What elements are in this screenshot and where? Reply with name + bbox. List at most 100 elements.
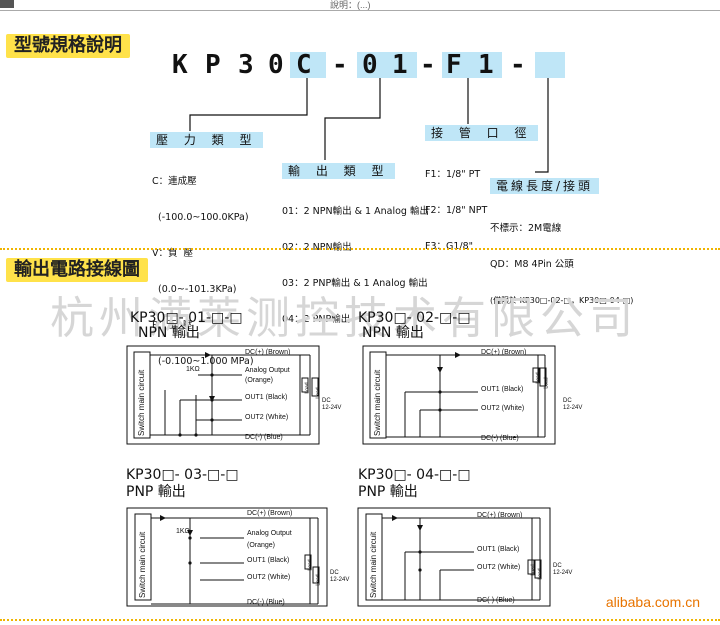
output-line: 03：2 PNP輸出 & 1 Analog 輸出 xyxy=(282,278,428,289)
circuit2-load2 xyxy=(532,367,540,383)
port-line: F2：1/8" NPT xyxy=(425,205,488,216)
c2-dcplus: DC(+) (Brown) xyxy=(481,349,527,356)
c3-volt: 12-24V xyxy=(330,577,350,583)
c1-orange: (Orange) xyxy=(245,377,274,384)
circuit3-load xyxy=(312,566,320,584)
circuit2-subtitle: NPN 輸出 xyxy=(362,325,424,341)
circuit1-load xyxy=(311,377,319,397)
circuit4-main-box xyxy=(365,513,383,601)
c1-out1: OUT1 (Black) xyxy=(245,394,288,401)
diode-icon xyxy=(417,525,423,531)
c1-dc: DC xyxy=(322,398,331,404)
pressure-lines: C：連成壓 (-100.0~100.0KPa) V：負 壓 (0.0~-101.… xyxy=(152,152,254,380)
circuit3-vertical-label: Switch main circuit xyxy=(138,531,147,598)
top-strip xyxy=(0,0,720,11)
code-box-cable xyxy=(535,52,565,78)
c4-dcplus: DC(+) (Brown) xyxy=(477,512,523,519)
code-box-f1 xyxy=(442,52,502,78)
c2-load2-label: Load xyxy=(535,372,542,384)
c2-load-label: Load xyxy=(543,377,550,389)
diode-icon xyxy=(437,367,443,373)
circuit3-load2 xyxy=(304,554,312,570)
code-char: 1 xyxy=(392,50,408,80)
cable-title: 電線長度/接頭 xyxy=(490,178,600,194)
c4-load-label: Load xyxy=(537,568,544,580)
model-heading: 型號規格說明 xyxy=(6,34,130,58)
c3-load-label: Load xyxy=(315,574,322,586)
circuit1-load2 xyxy=(301,377,309,393)
c1-dcminus: DC(-) (Blue) xyxy=(245,434,283,441)
c4-dcminus: DC(-) (Blue) xyxy=(477,597,515,604)
c3-out2: OUT2 (White) xyxy=(247,574,291,581)
circuit1-subtitle: NPN 輸出 xyxy=(138,325,200,341)
c3-analog: Analog Output xyxy=(247,530,292,537)
c2-dc: DC xyxy=(563,398,572,404)
c4-out2: OUT2 (White) xyxy=(477,564,521,571)
diode-icon xyxy=(392,515,398,521)
circuit4-subtitle: PNP 輸出 xyxy=(358,484,418,500)
c2-dcminus: DC(-) (Blue) xyxy=(481,435,519,442)
c1-load-label: Load xyxy=(315,387,322,399)
circuit3-main-box xyxy=(134,513,152,601)
c4-dc: DC xyxy=(553,563,562,569)
code-char: - xyxy=(420,50,436,80)
c1-load2-label: Load xyxy=(304,382,311,394)
code-char: 3 xyxy=(238,50,254,80)
circuit2-title: KP30□- 02-□-□ xyxy=(358,310,471,326)
code-box-c xyxy=(290,52,326,78)
cable-lines: 不標示：2M電線 QD：M8 4Pin 公頭 (僅限於 KP30□-02-□，K… xyxy=(490,199,633,319)
c1-resistor: 1KΩ xyxy=(186,366,200,373)
wiring-heading: 輸出電路接線圖 xyxy=(6,258,148,282)
pressure-line: P：正 壓 xyxy=(152,320,193,331)
circuit1-main-box xyxy=(133,351,151,439)
divider xyxy=(0,248,720,250)
cable-line: QD：M8 4Pin 公頭 xyxy=(490,259,574,270)
pressure-line: V：負 壓 xyxy=(152,248,194,259)
top-text: 說明：(...) xyxy=(330,0,371,10)
c1-volt: 12-24V xyxy=(322,405,342,411)
circuit3-frame xyxy=(126,507,328,607)
c2-out2: OUT2 (White) xyxy=(481,405,525,412)
c3-dcminus: DC(-) (Blue) xyxy=(247,599,285,606)
circuit2-main-box xyxy=(369,351,387,439)
circuit4-title: KP30□- 04-□-□ xyxy=(358,467,471,483)
c3-resistor: 1KΩ xyxy=(176,528,190,535)
code-char: 0 xyxy=(362,50,378,80)
bottom-divider xyxy=(0,619,720,621)
code-char: - xyxy=(510,50,526,80)
diode-icon xyxy=(187,530,193,536)
circuit1-frame xyxy=(126,345,320,445)
circuit2-vertical-label: Switch main circuit xyxy=(373,369,382,436)
c3-load2-label: Load xyxy=(307,559,314,571)
watermark: 杭州满莱测控技术有限公司 xyxy=(50,293,638,344)
diode-icon xyxy=(455,352,461,358)
port-title: 接 管 口 徑 xyxy=(425,125,539,141)
c3-dcplus: DC(+) (Brown) xyxy=(247,510,293,517)
pressure-title: 壓 力 類 型 xyxy=(150,132,264,148)
code-char: C xyxy=(296,50,312,80)
c3-orange: (Orange) xyxy=(247,542,276,549)
circuit2-frame xyxy=(362,345,556,445)
port-lines: F1：1/8" PT F2：1/8" NPT F3：G1/8" xyxy=(425,145,487,265)
port-line: F3：G1/8" xyxy=(425,241,474,252)
code-char: - xyxy=(332,50,348,80)
c4-volt: 12-24V xyxy=(553,570,573,576)
c4-out1: OUT1 (Black) xyxy=(477,546,520,553)
c1-analog: Analog Output xyxy=(245,367,290,374)
output-lines: 01：2 NPN輸出 & 1 Analog 輸出 02：2 NPN輸出 03：2… xyxy=(282,182,429,338)
pressure-line: (0.0~-101.3KPa) xyxy=(152,284,237,295)
c2-out1: OUT1 (Black) xyxy=(481,386,524,393)
circuit4-load2 xyxy=(527,559,535,575)
c3-out1: OUT1 (Black) xyxy=(247,557,290,564)
pressure-line: (-100.0~100.0KPa) xyxy=(152,212,249,223)
c3-dc: DC xyxy=(330,570,339,576)
code-char: K xyxy=(172,50,188,80)
alibaba-logo[interactable]: alibaba.com.cn xyxy=(605,594,700,610)
model-connectors xyxy=(189,78,549,173)
diode-icon xyxy=(160,515,166,521)
pressure-line: (-0.100~1.000 MPa) xyxy=(152,356,254,367)
circuit1-title: KP30□- 01-□-□ xyxy=(130,310,243,326)
circuit3-subtitle: PNP 輸出 xyxy=(126,484,186,500)
code-char: 0 xyxy=(268,50,284,80)
